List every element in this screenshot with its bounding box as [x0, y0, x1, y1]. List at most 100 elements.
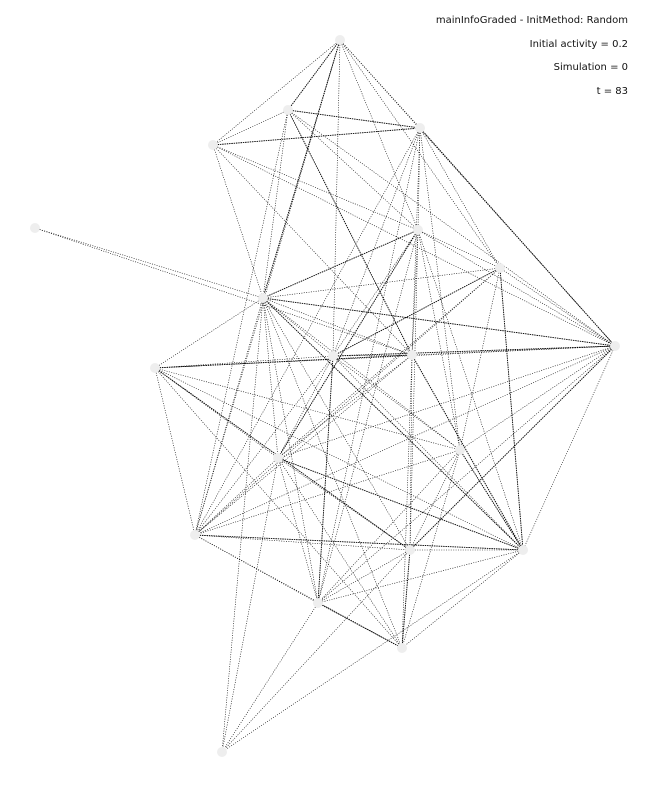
graph-edge — [194, 345, 616, 536]
graph-edge — [194, 39, 341, 536]
graph-edge — [194, 297, 264, 536]
graph-edge — [194, 534, 319, 604]
graph-edge — [194, 109, 289, 536]
graph-node — [415, 123, 425, 133]
graph-edge — [317, 602, 403, 649]
graph-edge — [154, 355, 334, 369]
graph-edge — [339, 39, 419, 231]
graph-edge — [417, 229, 616, 347]
graph-edge — [212, 127, 421, 146]
graph-edge — [459, 345, 616, 451]
graph-edge — [212, 144, 616, 347]
graph-edge — [277, 354, 413, 459]
graph-node — [413, 225, 423, 235]
graph-edge — [317, 345, 616, 604]
graph-edge — [262, 109, 289, 299]
graph-edge — [287, 109, 419, 231]
graph-node — [283, 105, 293, 115]
graph-edge — [287, 109, 413, 356]
graph-edge — [417, 229, 524, 551]
graph-edge — [221, 297, 264, 753]
graph-edge — [411, 354, 524, 551]
graph-edge — [317, 229, 419, 604]
graph-edge — [194, 457, 279, 536]
graph-edge — [212, 39, 341, 146]
graph-node — [313, 598, 323, 608]
graph-edge — [154, 367, 279, 459]
graph-edge — [339, 39, 421, 129]
graph-edge — [212, 144, 264, 299]
edge-layer — [34, 39, 616, 753]
graph-edge — [419, 127, 461, 451]
model-title-label: mainInfoGraded - InitMethod: Random — [435, 15, 628, 26]
graph-edge — [411, 345, 616, 356]
node-layer — [30, 35, 620, 757]
graph-edge — [401, 449, 461, 649]
initial-activity-label: Initial activity = 0.2 — [529, 39, 628, 50]
graph-edge — [194, 354, 413, 536]
graph-edge — [287, 109, 421, 129]
simulation-label: Simulation = 0 — [553, 62, 628, 73]
graph-node — [335, 35, 345, 45]
graph-edge — [411, 127, 421, 356]
graph-edge — [262, 39, 341, 299]
graph-edge — [277, 457, 403, 649]
graph-edge — [277, 457, 319, 604]
graph-edge — [212, 144, 413, 356]
graph-edge — [332, 345, 616, 357]
graph-edge — [262, 297, 413, 356]
graph-node — [328, 351, 338, 361]
graph-node — [273, 453, 283, 463]
graph-node — [208, 140, 218, 150]
graph-edge — [277, 267, 501, 459]
graph-edge — [277, 355, 334, 459]
graph-edge — [262, 297, 524, 551]
graph-edge — [194, 449, 461, 536]
graph-edge — [212, 109, 289, 146]
graph-edge — [262, 297, 411, 551]
graph-edge — [34, 227, 413, 356]
graph-edge — [409, 229, 419, 551]
graph-node — [150, 363, 160, 373]
graph-edge — [287, 109, 616, 347]
graph-edge — [332, 267, 501, 357]
graph-edge — [401, 549, 411, 649]
graph-edge — [499, 267, 616, 347]
graph-edge — [499, 267, 524, 551]
graph-edge — [154, 297, 264, 369]
graph-edge — [317, 127, 421, 604]
graph-edge — [277, 457, 524, 551]
graph-edge — [317, 355, 334, 604]
graph-edge — [194, 355, 334, 536]
graph-edge — [194, 267, 501, 536]
graph-edge — [262, 297, 279, 459]
graph-edge — [262, 267, 501, 299]
graph-edge — [194, 534, 411, 551]
graph-node — [495, 263, 505, 273]
graph-edge — [221, 549, 411, 753]
graph-edge — [411, 229, 419, 356]
graph-node — [518, 545, 528, 555]
graph-edge — [459, 449, 524, 551]
graph-edge — [332, 355, 524, 551]
graph-edge — [459, 267, 501, 451]
graph-node — [397, 643, 407, 653]
graph-edge — [34, 227, 264, 299]
graph-edge — [194, 534, 524, 551]
graph-edge — [194, 534, 403, 649]
graph-edge — [339, 39, 501, 269]
graph-edge — [154, 354, 413, 369]
graph-edge — [221, 602, 319, 753]
graph-edge — [332, 355, 461, 451]
graph-edge — [417, 229, 501, 269]
graph-edge — [317, 549, 411, 604]
graph-edge — [194, 127, 421, 536]
graph-edge — [262, 229, 419, 299]
graph-edge — [262, 297, 616, 347]
graph-node — [407, 350, 417, 360]
graph-edge — [212, 144, 419, 231]
graph-edge — [409, 449, 461, 551]
graph-edge — [221, 457, 279, 753]
graph-node — [258, 293, 268, 303]
